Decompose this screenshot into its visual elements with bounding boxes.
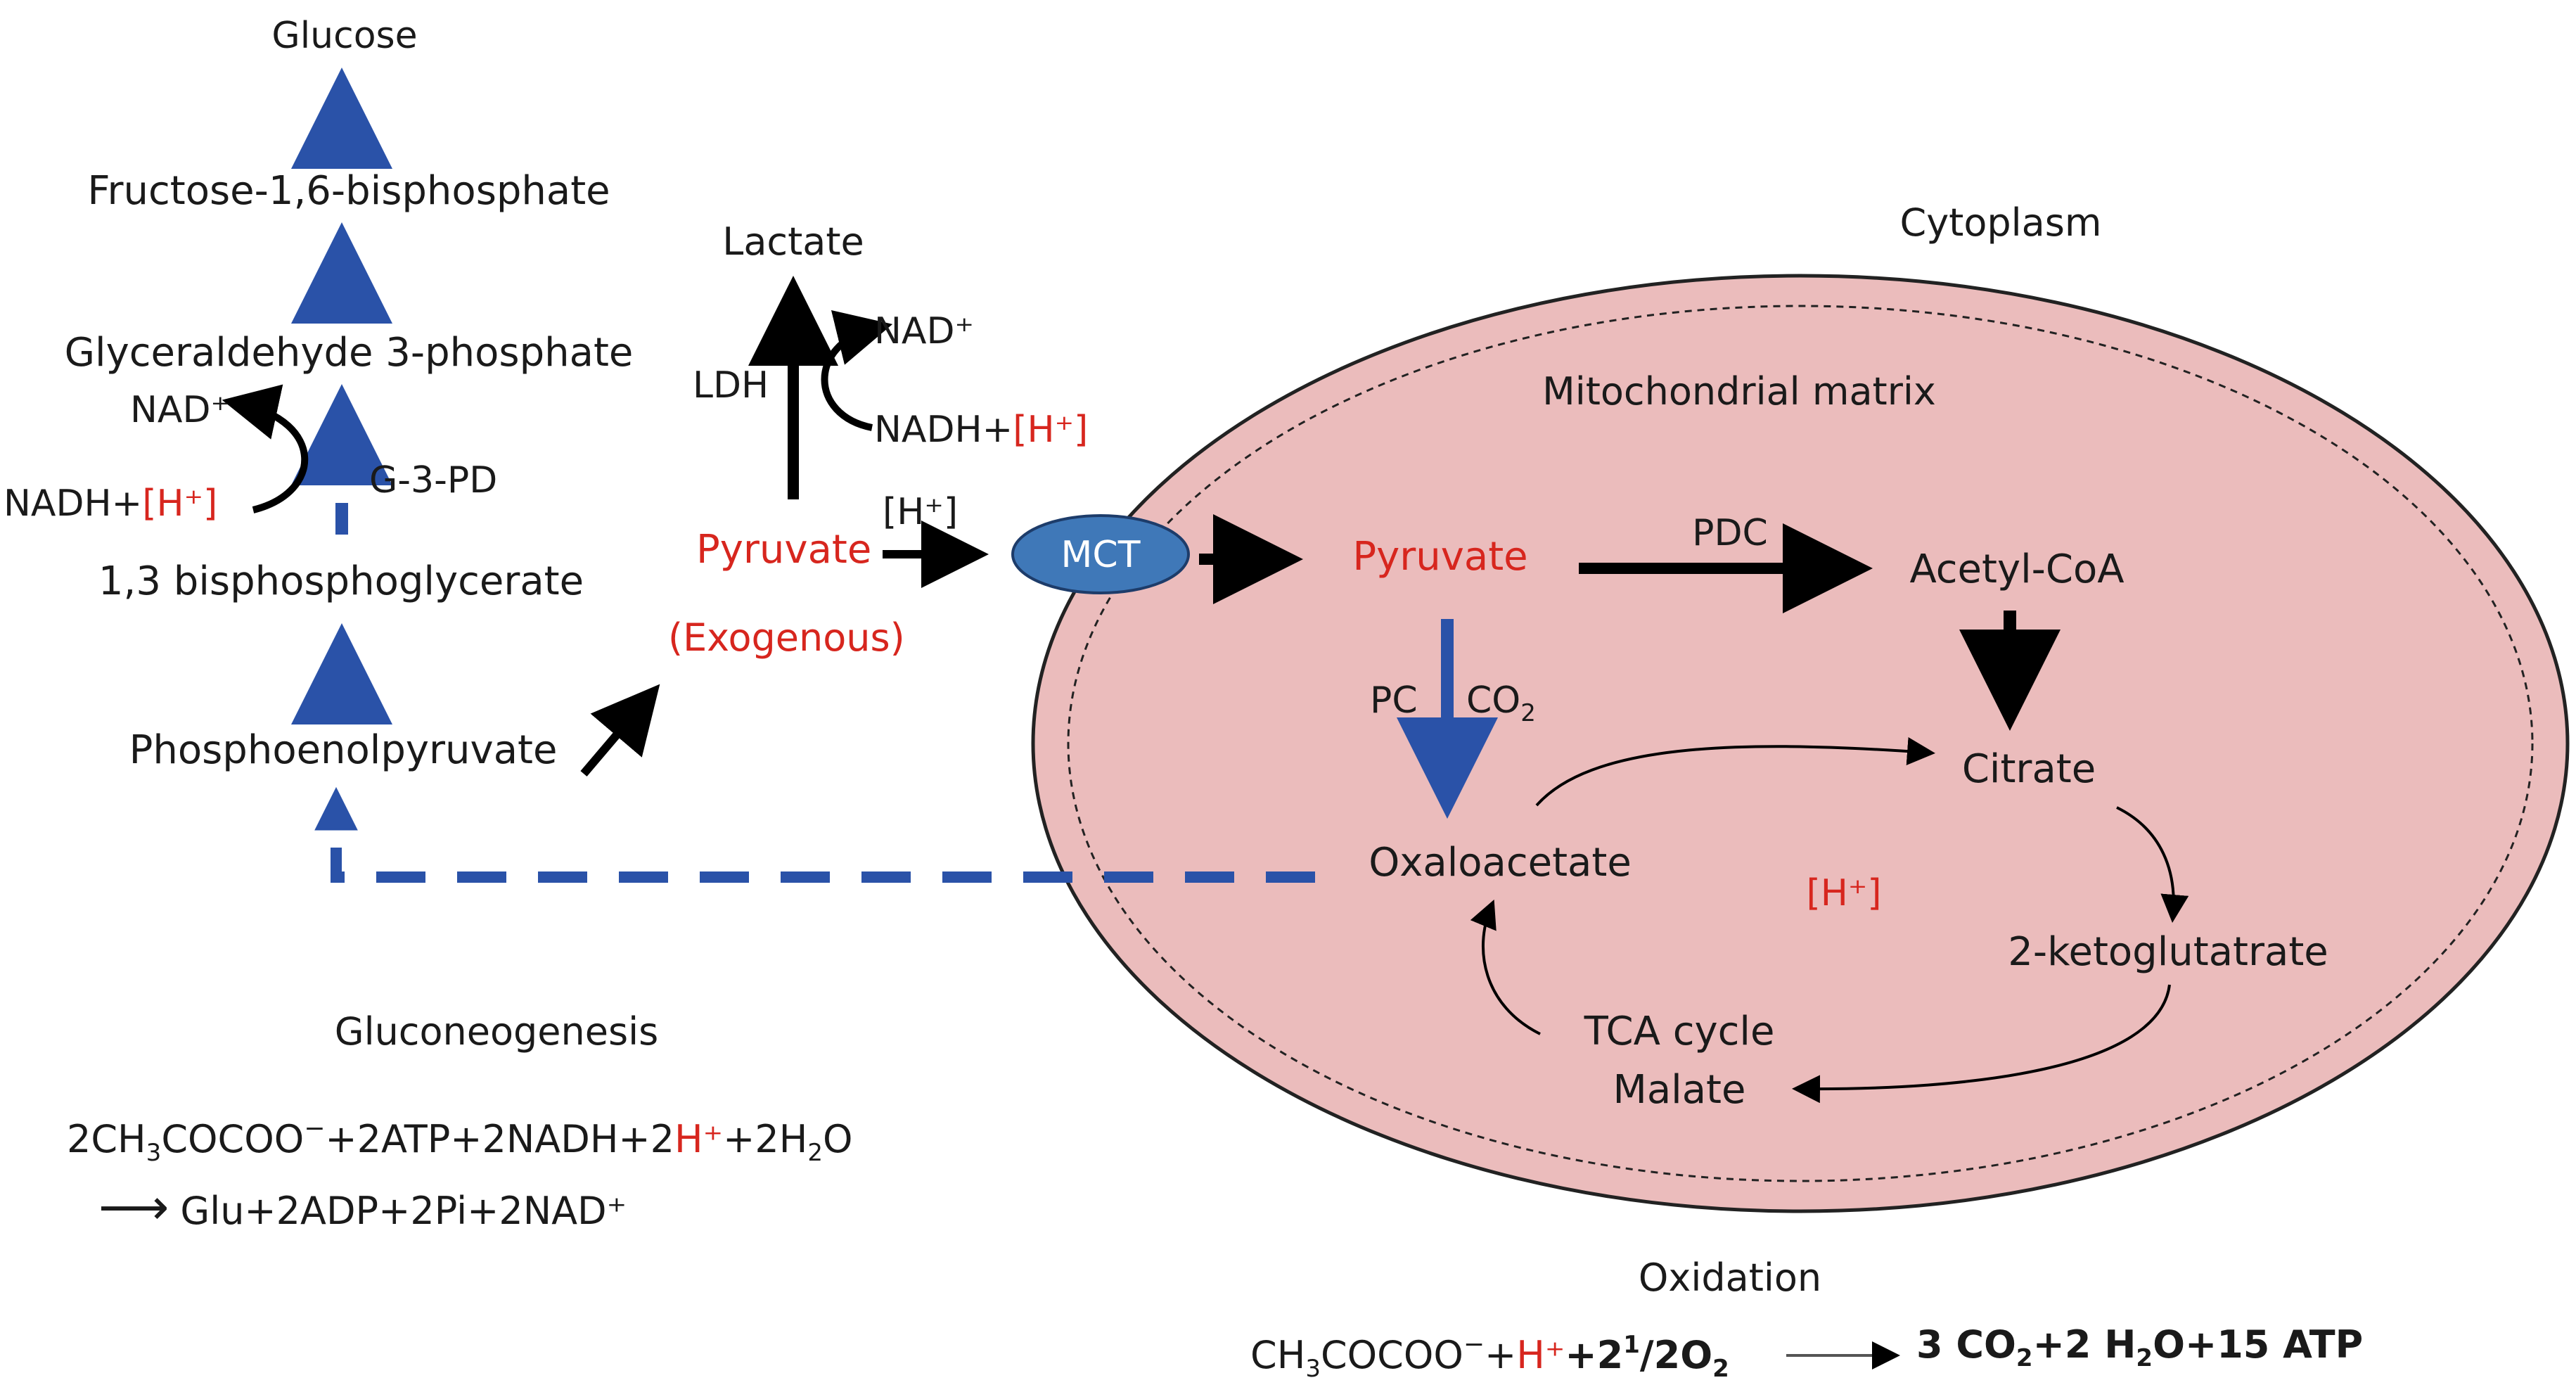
tca-cycle-arrows xyxy=(1470,737,2189,1104)
nadh-left-label: NADH+[H⁺] xyxy=(4,483,217,525)
nad-lactate-label: NAD⁺ xyxy=(874,310,974,352)
g3pd-curve-arrow xyxy=(222,384,309,513)
gluconeogenesis-arrows xyxy=(291,68,1315,883)
citrate-label: Citrate xyxy=(1962,746,2096,792)
oxaloacetate-label: Oxaloacetate xyxy=(1369,840,1632,886)
malate-label: Malate xyxy=(1613,1067,1746,1113)
arrow-pep-to-exo-pyruvate xyxy=(580,684,660,777)
oxidation-title: Oxidation xyxy=(1639,1256,1821,1300)
co2-label: CO2 xyxy=(1466,679,1536,727)
pep-arrowhead xyxy=(314,786,358,831)
mct-label: MCT xyxy=(1061,534,1141,576)
mitochondrial-membrane xyxy=(1067,305,2534,1182)
co2-text: CO xyxy=(1466,679,1520,722)
nadh-left-text: NADH+ xyxy=(4,483,142,525)
matrix-label: Mitochondrial matrix xyxy=(1542,369,1936,414)
nad-left-label: NAD⁺ xyxy=(130,389,230,431)
acetylcoa-label: Acetyl-CoA xyxy=(1909,547,2124,592)
ldh-curve-arrow xyxy=(821,310,893,431)
cytoplasm-membrane xyxy=(1031,274,2570,1213)
g3pd-label: G-3-PD xyxy=(369,459,497,502)
nadh-lactate-text: NADH+ xyxy=(874,409,1013,451)
gluconeogenesis-equation-line2: ⟶Glu+2ADP+2Pi+2NAD⁺ xyxy=(98,1178,627,1236)
ldh-label: LDH xyxy=(693,364,769,407)
mito-pyruvate-label: Pyruvate xyxy=(1352,534,1527,580)
bpg-label: 1,3 bisphosphoglycerate xyxy=(98,558,584,604)
mct-transporter xyxy=(1011,514,1190,594)
g3p-label: Glyceraldehyde 3-phosphate xyxy=(65,330,634,376)
arrow-ketoglutarate-to-malate xyxy=(1792,984,2171,1104)
arrow-malate-to-oxaloacetate xyxy=(1470,899,1541,1035)
gluconeogenesis-equation-line1: 2CH3COCOO−+2ATP+2NADH+2H⁺+2H2O xyxy=(67,1114,853,1167)
arrow-citrate-to-ketoglutarate xyxy=(2116,806,2189,923)
nadh-lactate-label: NADH+[H⁺] xyxy=(874,409,1088,451)
pdc-label: PDC xyxy=(1692,512,1768,554)
h-center-label: [H⁺] xyxy=(1806,872,1881,914)
h-left-text: [H⁺] xyxy=(142,483,217,525)
h-lactate-text: [H⁺] xyxy=(1013,409,1088,451)
oxidation-equation-right: 3 CO2+2 H2O+15 ATP xyxy=(1916,1322,2363,1372)
arrow-oxaloacetate-to-citrate xyxy=(1535,737,1935,807)
exo-pyruvate-label: Pyruvate xyxy=(696,527,871,573)
f16bp-label: Fructose-1,6-bisphosphate xyxy=(87,168,610,214)
exogenous-label: (Exogenous) xyxy=(668,615,905,660)
gluconeogenesis-title: Gluconeogenesis xyxy=(335,1009,659,1054)
oxidation-equation-left: CH3COCOO−+H⁺+21/2O2 xyxy=(1250,1330,1729,1383)
ketoglutarate-label: 2-ketoglutatrate xyxy=(2008,929,2328,975)
h-mct-label: [H⁺] xyxy=(883,491,958,533)
tca-cycle-label: TCA cycle xyxy=(1584,1009,1775,1054)
co2-subscript: 2 xyxy=(1520,699,1536,727)
pc-label: PC xyxy=(1370,679,1418,722)
lactate-label: Lactate xyxy=(722,219,864,264)
pep-label: Phosphoenolpyruvate xyxy=(129,727,558,773)
glucose-label: Glucose xyxy=(271,15,417,57)
cytoplasm-label: Cytoplasm xyxy=(1900,200,2102,245)
